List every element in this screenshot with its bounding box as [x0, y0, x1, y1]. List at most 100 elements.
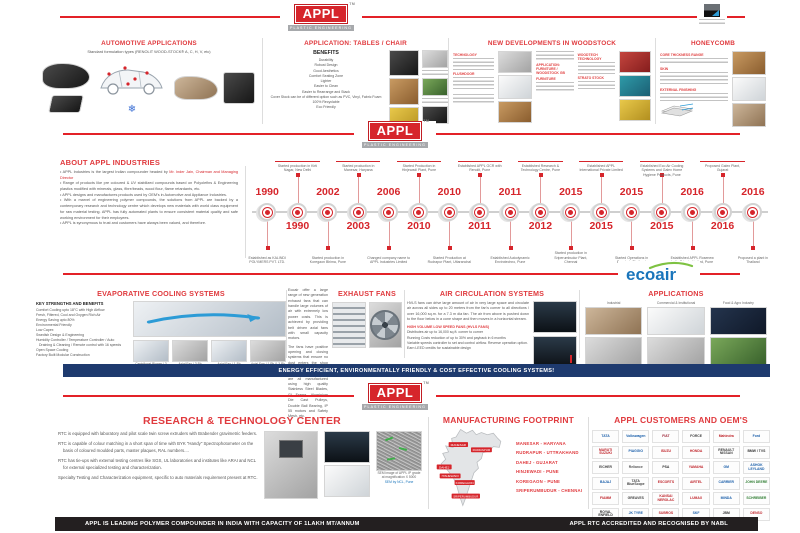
section-title: MANUFACTURING FOOTPRINT: [442, 415, 575, 425]
location-item: HINJEWADI - PUNE: [516, 469, 559, 474]
customer-logo-text: MARUTI SUZUKI: [598, 447, 613, 455]
strengths-heading: KEY STRENGTHS AND BENEFITS: [36, 301, 104, 306]
photo-pallet: [619, 99, 651, 121]
partner-logo-accent: [712, 10, 719, 16]
benefit-item: Lighter: [320, 79, 332, 83]
milestone-stem: [599, 173, 604, 205]
honeycomb-spec-label: SKIN: [660, 67, 669, 72]
timeline-milestone: 2016 Proposed Galex Plant, Gujarat: [705, 158, 740, 266]
customer-logo: HONDA: [682, 445, 710, 459]
application-category: Food & Agro Industry: [722, 301, 754, 305]
photo-honeycomb-board: [732, 51, 766, 75]
milestone-dot: [622, 203, 641, 221]
section-evaporative: EVAPORATIVE COOLING SYSTEMS KEY STRENGTH…: [36, 286, 286, 370]
woodstock-label: WOODTECH TECHNOLOGY: [577, 53, 602, 62]
about-bullet: • APPL designs and manufactures products…: [60, 192, 227, 197]
photo-lab: [324, 431, 370, 463]
map-tag-label: RUDRAPUR: [473, 448, 491, 452]
milestone-label: Established Autodynamic Envirotechno, Pu…: [490, 255, 530, 265]
partner-logo: [697, 4, 727, 26]
customer-logo: FIAMM: [592, 492, 620, 505]
milestone-label: Established Eco Air Cooling Systems and …: [640, 161, 684, 178]
about-bullet: • APPL is synonymous to trust and custom…: [60, 221, 206, 226]
benefit-item: Easier to Rearrange and Stack: [302, 89, 350, 94]
photo-honeycomb-section: [732, 103, 766, 127]
milestone-dot: [501, 203, 520, 221]
milestone-year: 2015: [619, 186, 644, 198]
honeycomb-photos: [732, 51, 766, 127]
benefit-item: Good Aesthetics: [313, 68, 339, 73]
photo-wooden-chair: [389, 78, 419, 105]
woodstock-label: FLUSHDOOR: [453, 72, 475, 77]
milestone-dot: [652, 203, 671, 221]
milestone-year: 2010: [407, 220, 431, 232]
customer-logo: CARRIER: [712, 476, 740, 490]
customer-logo-text: Ford: [752, 433, 761, 438]
customer-logo-text: JK TYRE: [628, 511, 643, 516]
about-bullet-text: APPL is synonymous to trust and customer…: [62, 221, 206, 226]
hvls-item: Earn LEED credits for sustainable design: [407, 345, 471, 350]
milestone-label: Started production in Kirti Nagar, New D…: [275, 161, 319, 173]
customer-logo: Reliance: [622, 461, 650, 474]
honeycomb-spec-label: EXTERNAL FINISHING: [660, 88, 697, 93]
customer-logo-text: ESCORTS: [657, 480, 675, 485]
section-applications: APPLICATIONS Industrial Commercial & Ins…: [582, 286, 770, 365]
benefit-item: Robust Design: [314, 63, 338, 68]
section-title: APPLICATIONS: [648, 289, 704, 298]
india-map: MANESAR RUDRAPUR DAHEJ HINJEWADI KOREGAO…: [436, 428, 502, 507]
milestone-dot: [440, 203, 459, 221]
strength-item: Humidity Controller / Temperature Contro…: [36, 337, 122, 347]
benefits-heading: BENEFITS: [313, 50, 339, 56]
customer-logo: BMW / TVS: [742, 445, 770, 459]
honeycomb-spec-label: CORE THICKNESS RANGE: [660, 53, 704, 57]
about-bullet-text: With a marvel of engineering polymer com…: [60, 198, 239, 220]
footer-left-text: APPL IS LEADING POLYMER COMPOUNDER IN IN…: [85, 521, 360, 527]
snowflake-icon: ❄: [95, 105, 169, 115]
section-title: NEW DEVELOPMENTS IN WOODSTOCK: [487, 40, 617, 47]
milestone-dot: [592, 203, 611, 221]
appl-logo-subtitle: PLASTIC ENGINEERING: [362, 142, 428, 149]
milestone-dot: [318, 203, 337, 221]
exhaust-paragraph: Ecoair offer a large range of new genera…: [288, 288, 328, 341]
timeline-milestone: 2011 Established APPL GCR with Renolit, …: [458, 158, 502, 266]
timeline-milestone: 2006 Changed company name to APPL Indust…: [367, 158, 410, 266]
map-tag-label: KOREGAON: [456, 481, 474, 485]
appl-logo-text: APPL: [376, 384, 414, 400]
aircirc-renders: [533, 301, 577, 368]
component-caption: [422, 98, 448, 104]
customer-logo: KANSAI NEROLAC: [652, 492, 680, 505]
milestone-year: 2010: [437, 186, 462, 198]
benefit-item: Durability: [318, 58, 334, 62]
customer-logo: SCHREIBER: [742, 492, 770, 505]
customer-logo: AIRTEL: [682, 476, 710, 490]
text-block: [536, 82, 574, 92]
milestone-year: 2015: [650, 220, 674, 232]
customer-logo-text: CARRIER: [718, 480, 734, 485]
about-band: ABOUT APPL INDUSTRIES • APPL Industries …: [30, 158, 770, 266]
milestone-stem: [417, 173, 422, 205]
trademark-label: TM: [423, 381, 430, 385]
photo-red-part: [619, 51, 651, 73]
customer-logo-text: ROYAL ENFIELD: [598, 509, 613, 517]
photo-industrial: [585, 336, 643, 365]
timeline-row: 1990 Established as KALINDI POLYMERS PVT…: [249, 158, 769, 266]
milestone-stem: [660, 173, 665, 205]
about-text: • APPL Industries is the largest Indian …: [60, 170, 238, 227]
photo-honeycomb-core: [732, 77, 766, 101]
text-block: [536, 51, 574, 61]
timeline-milestone: 2012 Established Research & Technology C…: [521, 158, 560, 266]
customer-logo: YAMAHA: [682, 461, 710, 474]
timeline-milestone: 2015 Started production in Sriperumbudur…: [554, 158, 587, 266]
section-title: AUTOMOTIVE APPLICATIONS: [101, 40, 197, 47]
map-tag: DAHEJ: [436, 464, 452, 470]
woodstock-photos-right: [619, 51, 651, 123]
photo-round-exhaust-fan: [368, 302, 402, 348]
milestone-stem: [569, 220, 574, 250]
rtc-bullet: RTC is capable of colour matching in a s…: [58, 441, 254, 453]
customer-logo-text: TATA BlueScope: [626, 478, 645, 486]
customer-logo: Mahindra: [712, 430, 740, 443]
